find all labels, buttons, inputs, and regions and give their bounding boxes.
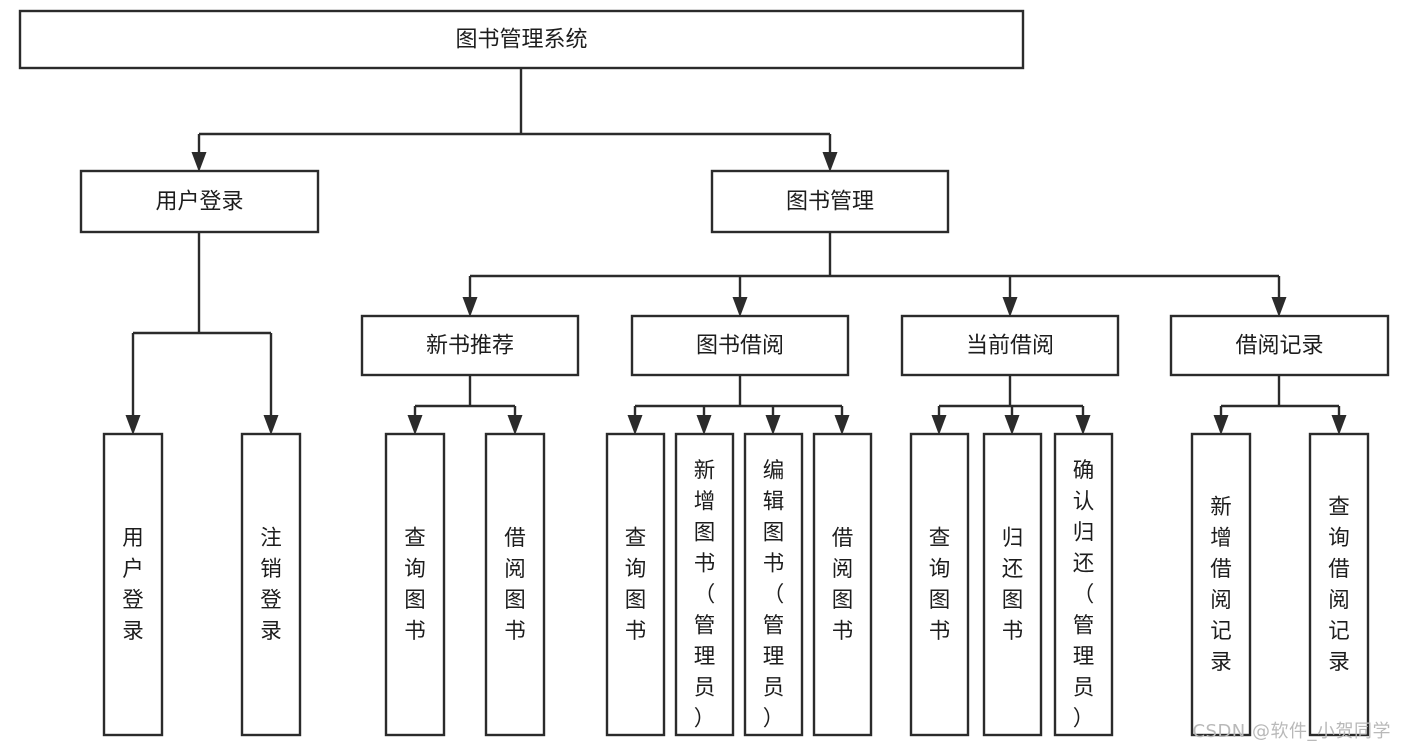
- connectors-layer: [125, 68, 1347, 435]
- connector-book-manage-to-level3: [462, 232, 1287, 317]
- arrow-head-icon: [191, 152, 207, 172]
- arrow-head-icon: [765, 415, 781, 435]
- node-leaf-confirm-return[interactable]: 确认归还（管理员）: [1053, 432, 1114, 737]
- node-label-book-borrow: 图书借阅: [696, 334, 784, 359]
- node-leaf-borrow-book-rec[interactable]: 借阅图书: [484, 432, 546, 737]
- node-label-borrow-record: 借阅记录: [1235, 334, 1323, 359]
- arrow-head-icon: [696, 415, 712, 435]
- arrow-head-icon: [407, 415, 423, 435]
- node-leaf-borrow-book[interactable]: 借阅图书: [812, 432, 873, 737]
- arrow-head-icon: [834, 415, 850, 435]
- node-new-book-rec[interactable]: 新书推荐: [360, 314, 580, 377]
- arrow-head-icon: [627, 415, 643, 435]
- node-leaf-add-record[interactable]: 新增借阅记录: [1190, 432, 1252, 737]
- node-label-current-borrow: 当前借阅: [966, 334, 1054, 359]
- node-leaf-query-book-borrow[interactable]: 查询图书: [605, 432, 666, 737]
- arrow-head-icon: [125, 415, 141, 435]
- node-label-leaf-query-book-current: 查询图书: [929, 526, 951, 644]
- connector-new-book-rec-to-leaves: [407, 375, 523, 435]
- node-current-borrow[interactable]: 当前借阅: [900, 314, 1120, 377]
- connector-current-borrow-to-leaves: [931, 375, 1091, 435]
- node-label-user-login: 用户登录: [155, 190, 243, 215]
- arrow-head-icon: [732, 297, 748, 317]
- arrow-head-icon: [263, 415, 279, 435]
- node-label-leaf-query-book-rec: 查询图书: [404, 526, 426, 644]
- node-book-borrow[interactable]: 图书借阅: [630, 314, 850, 377]
- arrow-head-icon: [1271, 297, 1287, 317]
- arrow-head-icon: [931, 415, 947, 435]
- node-label-leaf-borrow-book: 借阅图书: [832, 526, 854, 644]
- node-leaf-user-login[interactable]: 用户登录: [102, 432, 164, 737]
- arrow-head-icon: [1004, 415, 1020, 435]
- arrow-head-icon: [1213, 415, 1229, 435]
- arrow-head-icon: [462, 297, 478, 317]
- connector-root-to-level2: [191, 68, 838, 172]
- node-label-root: 图书管理系统: [455, 28, 587, 53]
- node-label-leaf-add-book: 新增图书（管理员）: [694, 459, 716, 732]
- node-label-leaf-query-record: 查询借阅记录: [1328, 495, 1350, 675]
- node-borrow-record[interactable]: 借阅记录: [1169, 314, 1390, 377]
- node-label-book-manage: 图书管理: [786, 190, 874, 215]
- node-book-manage[interactable]: 图书管理: [710, 169, 950, 234]
- node-leaf-user-logout[interactable]: 注销登录: [240, 432, 302, 737]
- node-user-login[interactable]: 用户登录: [79, 169, 320, 234]
- node-leaf-query-book-rec[interactable]: 查询图书: [384, 432, 446, 737]
- node-label-leaf-user-logout: 注销登录: [260, 526, 282, 644]
- node-label-leaf-user-login: 用户登录: [122, 526, 144, 644]
- node-leaf-edit-book[interactable]: 编辑图书（管理员）: [743, 432, 804, 737]
- node-label-leaf-edit-book: 编辑图书（管理员）: [763, 459, 785, 732]
- connector-borrow-record-to-leaves: [1213, 375, 1347, 435]
- arrow-head-icon: [1075, 415, 1091, 435]
- node-label-leaf-add-record: 新增借阅记录: [1210, 495, 1232, 675]
- node-label-leaf-return-book: 归还图书: [1002, 526, 1024, 644]
- node-root[interactable]: 图书管理系统: [18, 9, 1025, 70]
- node-label-leaf-borrow-book-rec: 借阅图书: [504, 526, 526, 644]
- node-leaf-query-book-current[interactable]: 查询图书: [909, 432, 970, 737]
- node-label-leaf-confirm-return: 确认归还（管理员）: [1073, 459, 1095, 732]
- arrow-head-icon: [1331, 415, 1347, 435]
- connector-book-borrow-to-leaves: [627, 375, 850, 435]
- node-leaf-add-book[interactable]: 新增图书（管理员）: [674, 432, 735, 737]
- nodes-layer: 图书管理系统用户登录图书管理新书推荐图书借阅当前借阅借阅记录用户登录注销登录查询…: [18, 9, 1390, 737]
- node-label-new-book-rec: 新书推荐: [426, 334, 514, 359]
- node-leaf-return-book[interactable]: 归还图书: [982, 432, 1043, 737]
- arrow-head-icon: [507, 415, 523, 435]
- node-leaf-query-record[interactable]: 查询借阅记录: [1308, 432, 1370, 737]
- node-label-leaf-query-book-borrow: 查询图书: [625, 526, 647, 644]
- arrow-head-icon: [1002, 297, 1018, 317]
- arrow-head-icon: [822, 152, 838, 172]
- connector-user-login-to-leaves: [125, 232, 279, 435]
